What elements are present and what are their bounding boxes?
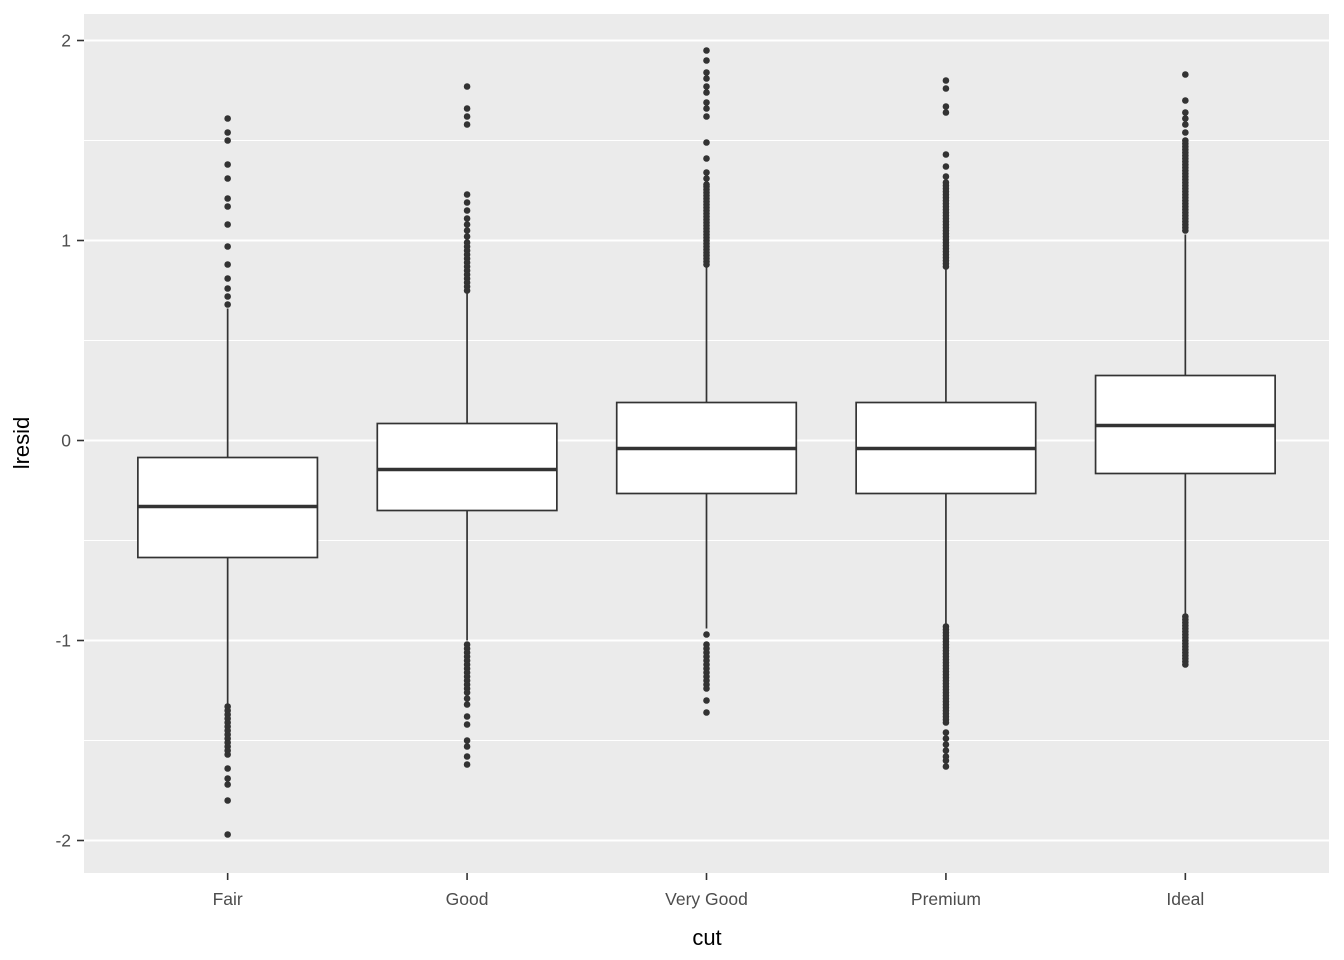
- outlier-point: [942, 109, 950, 116]
- outlier-point: [942, 85, 950, 92]
- outlier-point: [703, 175, 710, 182]
- outlier-point: [703, 139, 710, 146]
- y-tick-label: 2: [61, 31, 71, 51]
- outlier-point: [942, 103, 950, 110]
- x-tick-label: Ideal: [1166, 889, 1204, 909]
- outlier-point: [463, 721, 471, 728]
- outlier-point: [942, 735, 950, 742]
- outlier-point: [703, 75, 710, 82]
- outlier-point: [224, 765, 231, 772]
- outlier-point: [1182, 227, 1189, 234]
- outlier-point: [703, 69, 710, 76]
- outlier-point: [463, 105, 471, 112]
- x-tick-label: Very Good: [665, 889, 748, 909]
- outlier-point: [703, 47, 710, 54]
- outlier-point: [463, 83, 471, 90]
- outlier-point: [942, 163, 950, 170]
- outlier-point: [703, 169, 710, 176]
- y-tick-label: -2: [55, 831, 71, 851]
- x-tick-label: Fair: [213, 889, 243, 909]
- y-tick-label: -1: [55, 631, 71, 651]
- outlier-point: [224, 115, 231, 122]
- outlier-point: [703, 261, 710, 268]
- outlier-point: [224, 797, 231, 804]
- outlier-point: [224, 775, 231, 782]
- outlier-point: [463, 191, 471, 198]
- outlier-point: [224, 781, 231, 788]
- outlier-point: [463, 689, 471, 696]
- outlier-point: [224, 221, 231, 228]
- y-axis-title: lresid: [9, 416, 34, 470]
- outlier-point: [1182, 115, 1189, 122]
- outlier-point: [224, 129, 231, 136]
- outlier-point: [224, 301, 231, 308]
- outlier-point: [224, 293, 231, 300]
- outlier-point: [463, 113, 471, 120]
- outlier-point: [942, 741, 950, 748]
- outlier-point: [703, 99, 710, 106]
- outlier-point: [942, 263, 950, 270]
- outlier-point: [703, 89, 710, 96]
- outlier-point: [1182, 97, 1189, 104]
- outlier-point: [463, 695, 471, 702]
- outlier-point: [463, 215, 471, 222]
- outlier-point: [703, 709, 710, 716]
- outlier-point: [703, 105, 710, 112]
- outlier-point: [942, 747, 950, 754]
- outlier-point: [224, 751, 231, 758]
- outlier-point: [942, 77, 950, 84]
- outlier-point: [1182, 71, 1189, 78]
- outlier-point: [224, 275, 231, 282]
- outlier-point: [942, 151, 950, 158]
- outlier-point: [463, 233, 471, 240]
- outlier-point: [224, 831, 231, 838]
- x-tick-label: Premium: [911, 889, 981, 909]
- outlier-point: [942, 763, 950, 770]
- outlier-point: [224, 195, 231, 202]
- y-tick-label: 1: [61, 231, 71, 251]
- outlier-point: [942, 757, 950, 764]
- outlier-point: [463, 199, 471, 206]
- outlier-point: [224, 175, 231, 182]
- outlier-point: [463, 701, 471, 708]
- outlier-point: [463, 227, 471, 234]
- outlier-point: [703, 113, 710, 120]
- iqr-box: [376, 422, 558, 512]
- outlier-point: [224, 137, 231, 144]
- outlier-point: [463, 207, 471, 214]
- outlier-point: [703, 57, 710, 64]
- outlier-point: [703, 631, 710, 638]
- outlier-point: [703, 685, 710, 692]
- outlier-point: [942, 729, 950, 736]
- outlier-point: [703, 155, 710, 162]
- outlier-point: [224, 203, 231, 210]
- outlier-point: [463, 121, 471, 128]
- outlier-point: [1182, 129, 1189, 136]
- outlier-point: [463, 761, 471, 768]
- outlier-point: [224, 285, 231, 292]
- x-axis-title: cut: [692, 925, 722, 950]
- outlier-point: [703, 83, 710, 90]
- outlier-point: [224, 261, 231, 268]
- outlier-point: [942, 173, 950, 180]
- outlier-point: [224, 243, 231, 250]
- outlier-point: [1182, 109, 1189, 116]
- outlier-point: [942, 719, 950, 726]
- x-tick-label: Good: [446, 889, 489, 909]
- outlier-point: [463, 743, 471, 750]
- outlier-point: [463, 737, 471, 744]
- outlier-point: [463, 753, 471, 760]
- outlier-point: [1182, 661, 1189, 668]
- outlier-point: [463, 713, 471, 720]
- y-tick-label: 0: [61, 431, 71, 451]
- outlier-point: [224, 161, 231, 168]
- outlier-point: [1182, 121, 1189, 128]
- outlier-point: [703, 697, 710, 704]
- outlier-point: [463, 287, 471, 294]
- outlier-point: [463, 221, 471, 228]
